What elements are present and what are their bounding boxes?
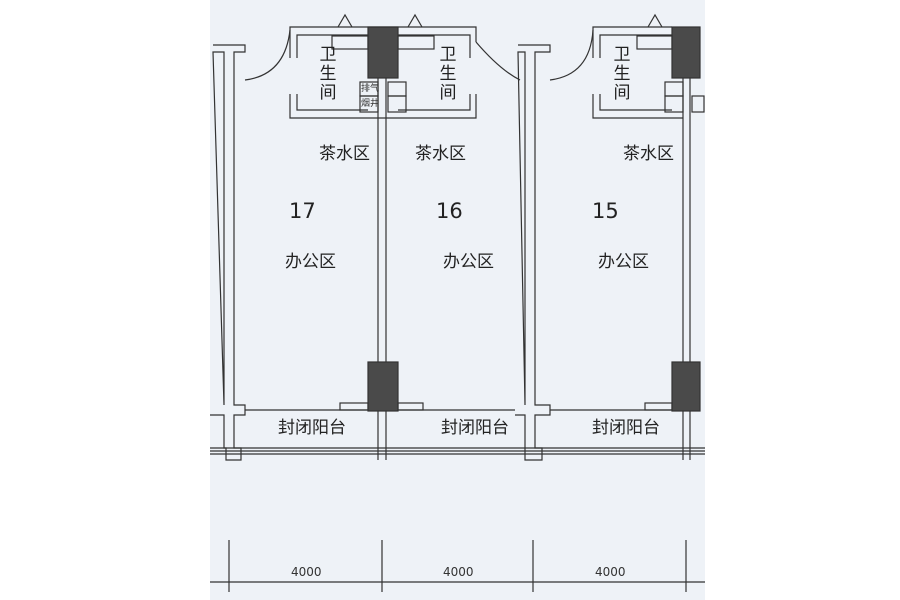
office-area-label: 办公区 bbox=[285, 252, 336, 272]
tea-area-label: 茶水区 bbox=[415, 144, 466, 164]
column-top-1 bbox=[367, 26, 399, 79]
office-area-label: 办公区 bbox=[598, 252, 649, 272]
dimension-label: 4000 bbox=[291, 565, 322, 579]
dimension-line bbox=[210, 540, 705, 592]
balcony-railing bbox=[210, 402, 705, 455]
unit-number: 16 bbox=[436, 199, 463, 223]
bathroom-label: 卫生间 bbox=[439, 45, 457, 103]
bathroom-label: 卫生间 bbox=[613, 45, 631, 103]
dimension-label: 4000 bbox=[595, 565, 626, 579]
balcony-label: 封闭阳台 bbox=[592, 418, 660, 438]
unit-number: 15 bbox=[592, 199, 619, 223]
balcony-label: 封闭阳台 bbox=[278, 418, 346, 438]
column-top-2 bbox=[671, 26, 701, 79]
balcony-label: 封闭阳台 bbox=[441, 418, 509, 438]
column-bottom-2 bbox=[671, 361, 701, 412]
column-bottom-1 bbox=[367, 361, 399, 412]
floor-plan-sheet bbox=[210, 0, 705, 600]
flue-shaft-label: 烟井 bbox=[361, 99, 380, 109]
tea-area-label: 茶水区 bbox=[623, 144, 674, 164]
wall-partition-17-16 bbox=[367, 26, 399, 460]
exhaust-shaft-label: 排气 bbox=[361, 84, 380, 94]
bathroom-block-2 bbox=[549, 13, 705, 119]
dimension-label: 4000 bbox=[443, 565, 474, 579]
bathroom-label: 卫生间 bbox=[319, 45, 337, 103]
tea-area-label: 茶水区 bbox=[319, 144, 370, 164]
wall-partition-16-15 bbox=[515, 44, 551, 461]
wall-left bbox=[210, 44, 246, 461]
office-area-label: 办公区 bbox=[443, 252, 494, 272]
wall-partition-right bbox=[671, 26, 701, 460]
unit-number: 17 bbox=[289, 199, 316, 223]
bathroom-block-1 bbox=[244, 13, 521, 119]
